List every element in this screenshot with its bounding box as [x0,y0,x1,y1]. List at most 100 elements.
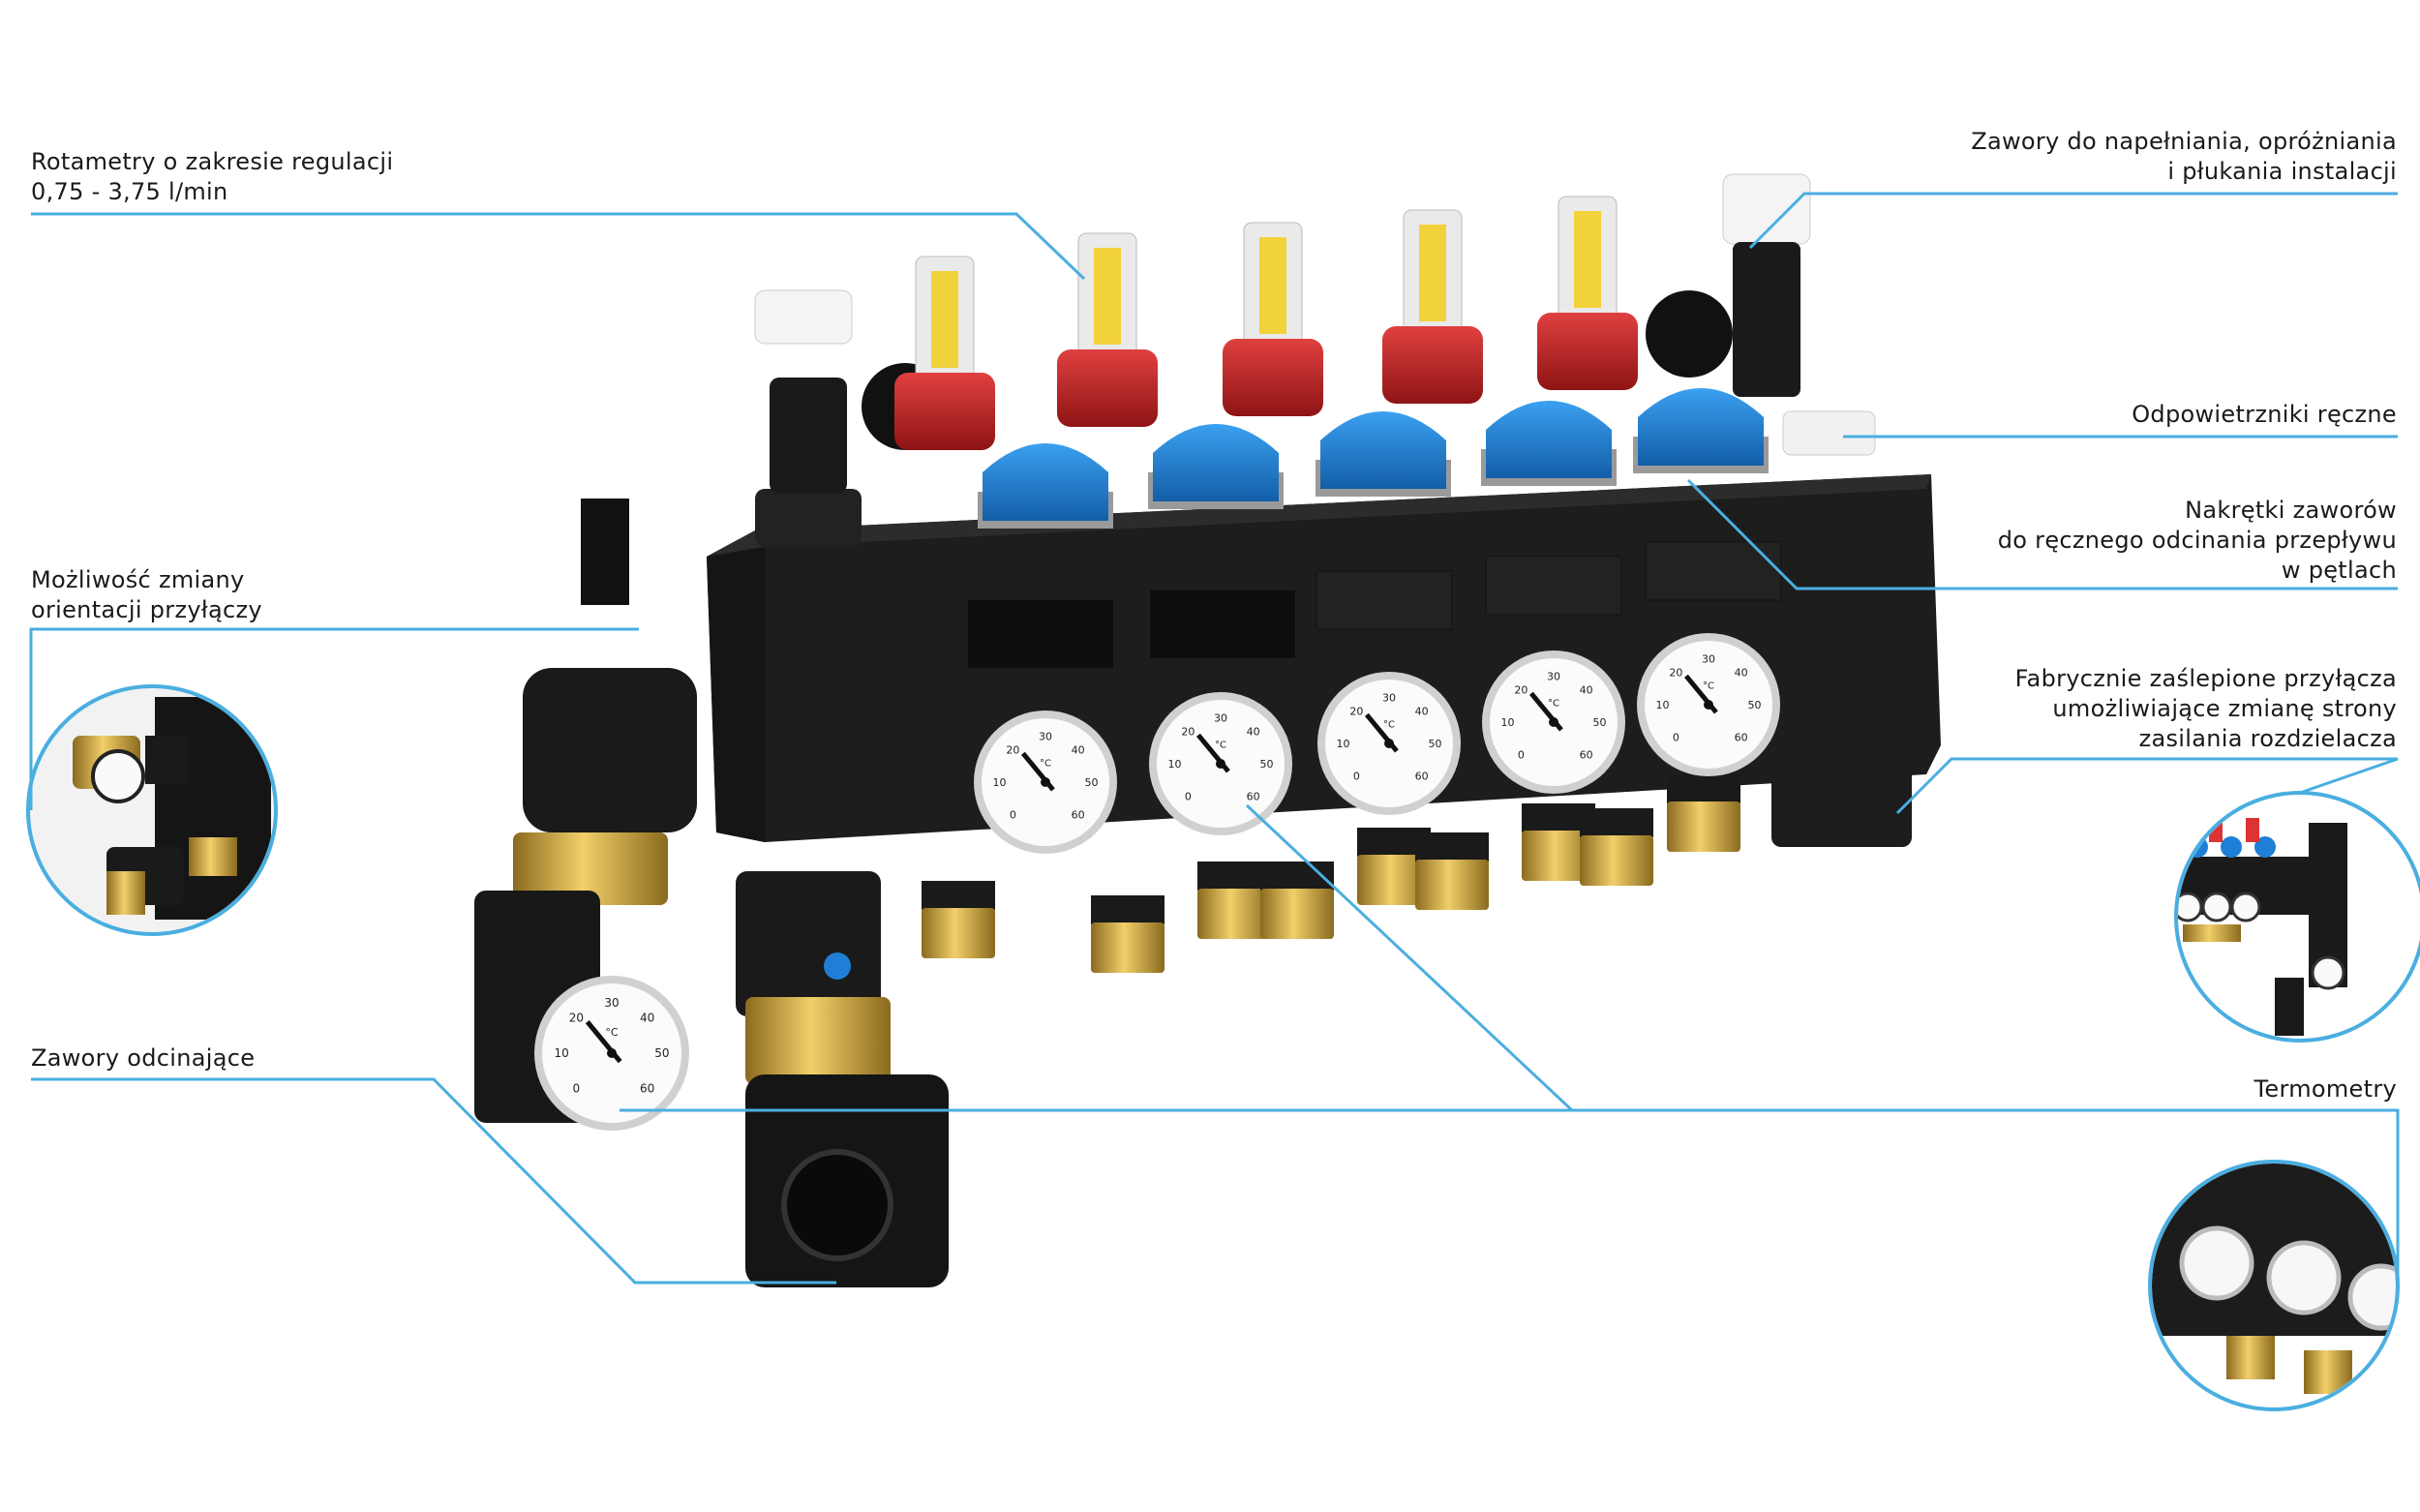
fill-valve-cap-left [754,289,853,345]
leader-blanked-ports [1895,757,2399,815]
callout-text: Nakrętki zaworów [2185,497,2397,524]
gauge-tick-label: 10 [1655,699,1669,711]
gauge-tick-label: 50 [654,1046,669,1060]
callout-text: do ręcznego odcinania przepływu [1997,527,2397,554]
thermometers: 0 10 20 30 40 50 60 °C 0 10 20 30 40 50 60 °C 0 10 20 30 40 5… [534,633,1780,1131]
callout-thermometers: Termometry [2254,1074,2397,1104]
air-vent-cap [1782,410,1876,456]
callout-text: Rotametry o zakresie regulacji [31,148,394,175]
outlet-collar [1197,862,1271,891]
leader-lines [29,192,2400,1285]
callout-rotameters: Rotametry o zakresie regulacji 0,75 - 3,… [31,147,393,207]
gauge-tick-label: 50 [1260,758,1274,771]
gauge-tick-label: 20 [1349,705,1363,717]
gauge-pivot [1384,739,1394,748]
gauge-tick-label: 50 [1593,716,1607,729]
gauge-tick-label: 30 [1039,730,1052,742]
leader-thermometers [620,1108,2400,1285]
rotameter-red-body [1537,313,1638,390]
gauge-unit-label: °C [1040,759,1051,770]
brass-fitting [1197,889,1271,939]
rotameter [1223,222,1323,416]
gauge-tick-label: 50 [1085,776,1099,789]
leader-fill-drain [1748,192,2398,250]
gauge-tick-label: 50 [1429,738,1442,750]
gauge-unit-label: °C [1703,681,1714,692]
gauge-pivot [607,1048,617,1058]
blanked-port-cap [1771,765,1912,847]
gauge-tick-label: 20 [1006,743,1019,756]
leader-thermometers-branch [1245,803,1574,1112]
gauge-tick-label: 0 [1673,732,1679,744]
callout-orientation: Możliwość zmiany orientacji przyłączy [31,565,262,625]
leader-orientation [29,627,639,810]
gauge-pivot [1704,700,1713,710]
rotameter-scale [1574,211,1601,308]
gauge-tick-label: 60 [640,1082,654,1096]
gauge-tick-label: 60 [1735,732,1748,744]
blue-valve-cap [1153,424,1279,501]
gauge-tick-label: 30 [604,996,619,1010]
outlet-collar [1091,895,1165,924]
callout-text: zasilania rozdzielacza [2138,725,2397,752]
rotameter-scale [1094,248,1121,345]
gauge-tick-label: 50 [1748,699,1762,711]
brass-fitting [1415,860,1489,910]
rotameter-scale [931,271,958,368]
rotameter-red-body [894,373,995,450]
gauge-tick-label: 30 [1382,691,1396,704]
callout-text: w pętlach [2281,557,2397,584]
rotameters [894,196,1638,450]
leader-rotameters [31,212,1086,281]
callout-text: Możliwość zmiany [31,566,245,593]
rotameter [1057,232,1158,427]
fill-valve-cap-right [1722,173,1811,245]
gauge-tick-label: 40 [1415,705,1429,717]
gauge-tick-label: 40 [1735,666,1748,679]
callout-shutoff-valves: Zawory odcinające [31,1043,255,1074]
brass-fitting [1357,855,1431,905]
gauge-tick-label: 0 [1010,809,1016,822]
brass-fitting [1667,801,1740,852]
gauge-tick-label: 10 [555,1046,569,1060]
blue-valve-cap [983,443,1108,521]
gauge-tick-label: 20 [1181,725,1195,738]
callout-text: orientacji przyłączy [31,596,262,623]
gauge-tick-label: 20 [1669,666,1682,679]
blue-valve-cap [1638,388,1764,466]
blue-valve-cap [1486,401,1612,478]
rotameter [894,256,995,450]
rotameter-red-body [1057,349,1158,427]
gauge-tick-label: 60 [1415,771,1429,783]
rotameter-red-body [1382,326,1483,404]
gauge-tick-label: 30 [1547,670,1560,682]
callout-fill-drain-valves: Zawory do napełniania, opróżniania i płu… [1971,127,2397,187]
gauge-pivot [1549,717,1558,727]
gauge-unit-label: °C [605,1026,619,1039]
inset-orientation [26,684,278,936]
callout-text: umożliwiające zmianę strony [2052,695,2397,722]
gauge-pivot [1041,777,1050,787]
brass-outlets [922,774,1740,973]
drain-cap-right [1646,290,1733,378]
gauge-tick-label: 0 [1518,749,1525,762]
rotameter-red-body [1223,339,1323,416]
outlet-collar [1415,832,1489,862]
callout-text: Odpowietrzniki ręczne [2132,401,2397,428]
gauge-pivot [1216,759,1225,769]
gauge-tick-label: 0 [1185,791,1192,803]
rotameter [1537,196,1638,390]
gauge-tick-label: 0 [1353,771,1360,783]
callout-text: Termometry [2254,1075,2397,1103]
callout-air-vents: Odpowietrzniki ręczne [2132,400,2397,430]
gauge-tick-label: 40 [640,1011,654,1024]
callout-text: Zawory do napełniania, opróżniania [1971,128,2397,155]
gauge-tick-label: 10 [1500,716,1514,729]
callout-text: i płukania instalacji [2167,158,2397,185]
gauge-tick-label: 10 [1167,758,1181,771]
rotameter [1382,209,1483,404]
gauge-tick-label: 0 [573,1082,581,1096]
